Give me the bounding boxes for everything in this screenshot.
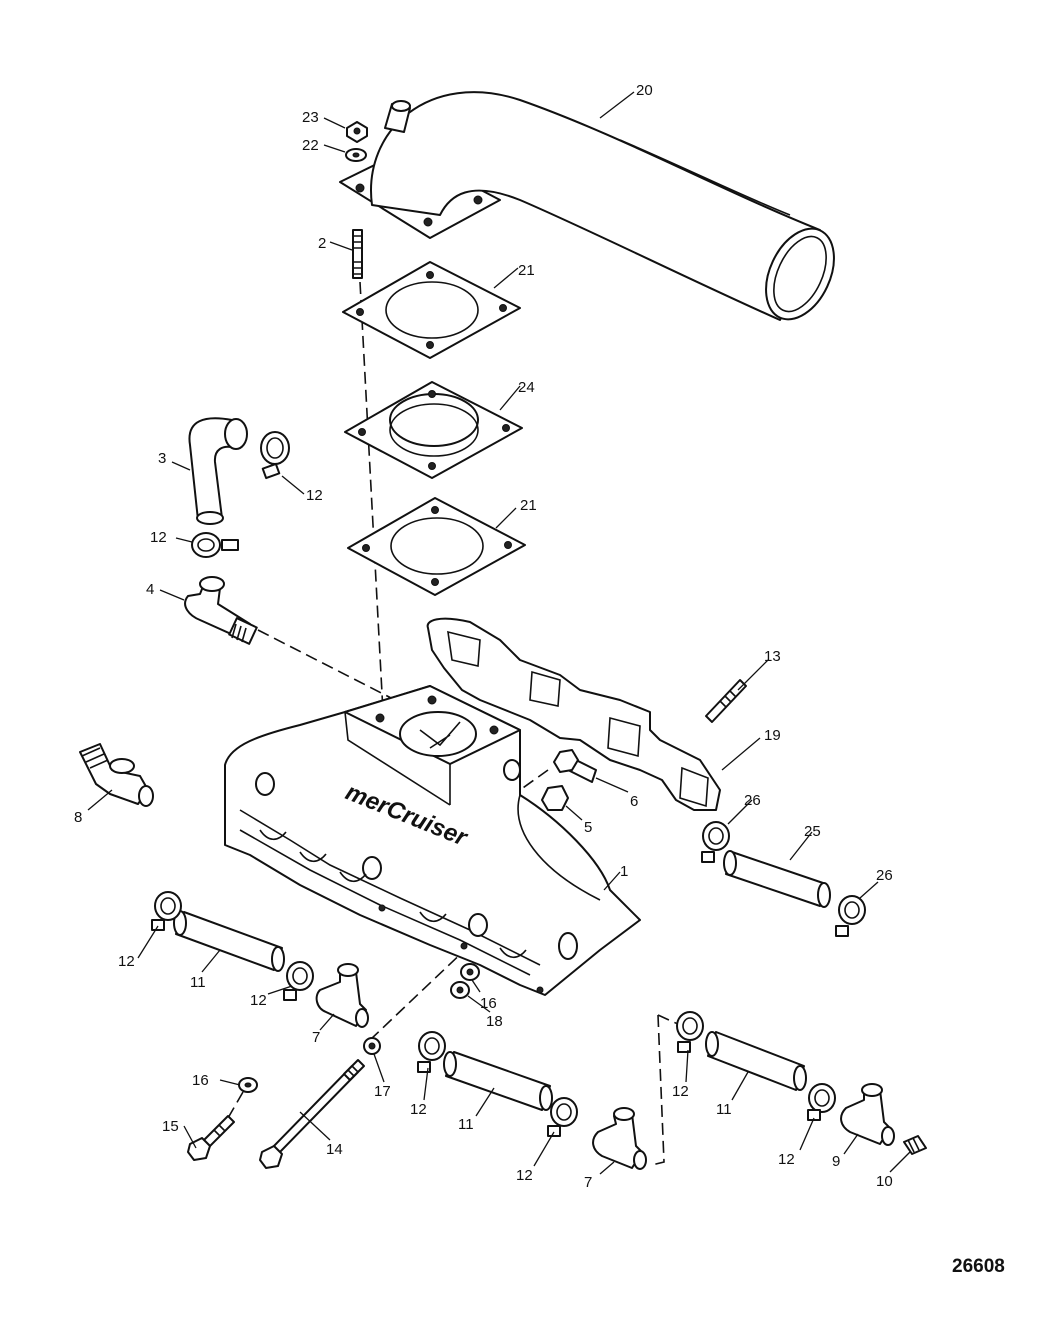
callout-21-lower: 21 [520,497,537,514]
callout-11-left: 11 [190,974,206,991]
gasket-21-lower [347,497,526,596]
hose-clamp-12a [260,431,290,480]
callout-12-g: 12 [672,1083,689,1100]
hose-11-right [705,1031,807,1091]
hose-25 [723,850,831,908]
callout-20: 20 [636,82,653,99]
leader-lines [87,91,911,1175]
callout-5: 5 [584,819,592,836]
alignment-line-hose-bracket [651,1014,665,1166]
callout-6: 6 [630,793,638,810]
manifold-body [224,685,641,996]
callout-12-h: 12 [778,1151,795,1168]
tee-fitting-4 [184,576,258,645]
alignment-line-screw [227,1091,244,1119]
callout-12-d: 12 [250,992,267,1009]
callout-4: 4 [146,581,154,598]
callout-2: 2 [318,235,326,252]
gasket-21-upper [342,261,521,359]
hose-clamp-12d [283,961,314,1001]
callout-26-a: 26 [744,792,761,809]
gasket-24 [344,381,523,479]
callout-16-lower: 16 [192,1072,209,1089]
callout-3: 3 [158,450,166,467]
callout-7-center: 7 [584,1174,592,1191]
screw-15 [187,1115,235,1161]
hose-clamp-12c [151,891,182,931]
callout-17: 17 [374,1083,391,1100]
alignment-line-tee-fitting [257,629,396,701]
hose-clamp-12f [547,1097,578,1137]
elbow-outlet [765,227,835,321]
callout-14: 14 [326,1141,343,1158]
plug-5 [541,785,569,811]
callout-1: 1 [620,863,628,880]
callout-12-c: 12 [118,953,135,970]
hose-clamp-12b [191,532,239,558]
callout-11-center: 11 [458,1116,474,1133]
hose-clamp-12g [676,1011,704,1053]
elbow-pipe [370,91,821,321]
callout-25: 25 [804,823,821,840]
callout-11-right: 11 [716,1101,732,1118]
callout-22: 22 [302,137,319,154]
elbow-hose-3 [188,417,248,525]
hose-clamp-12e [417,1031,446,1073]
callout-12-a: 12 [306,487,323,504]
alignment-line-bolt [369,944,471,1041]
callout-19: 19 [764,727,781,744]
callout-10: 10 [876,1173,893,1190]
exhaust-gasket-19 [426,617,721,811]
hose-clamp-26b [835,895,866,937]
callout-8: 8 [74,809,82,826]
tee-fitting-7-left [315,963,369,1028]
hose-clamp-26a [701,821,730,863]
callout-23: 23 [302,109,319,126]
stud-13 [705,679,747,723]
callout-26-b: 26 [876,867,893,884]
hose-11-left [173,910,285,972]
alignment-line-stud [359,281,384,713]
elbow-tee-fitting-8 [79,743,154,807]
hose-11-center [443,1051,553,1111]
callout-13: 13 [764,648,781,665]
hose-clamp-12h [807,1083,836,1121]
fitting-6 [553,749,597,783]
stud-2 [352,229,363,279]
exhaust-manifold: merCruiser [224,685,641,996]
alignment-line-fitting-6 [519,769,549,791]
callout-9: 9 [832,1153,840,1170]
bolt-14 [259,1059,365,1169]
callout-12-b: 12 [150,529,167,546]
exhaust-elbow [339,91,835,321]
tee-fitting-9 [840,1083,895,1146]
plug-10 [903,1135,927,1155]
callout-15: 15 [162,1118,179,1135]
tee-fitting-7-center [592,1107,647,1170]
callout-12-f: 12 [516,1167,533,1184]
callout-labels: 20 23 22 2 21 24 3 12 21 12 4 13 19 8 6 … [74,82,893,1191]
figure-number: 26608 [952,1256,1005,1277]
callout-7-left: 7 [312,1029,320,1046]
callout-12-e: 12 [410,1101,427,1118]
callout-21-upper: 21 [518,262,535,279]
callout-16-upper: 16 [480,995,497,1012]
callout-18: 18 [486,1013,503,1030]
callout-24: 24 [518,379,535,396]
